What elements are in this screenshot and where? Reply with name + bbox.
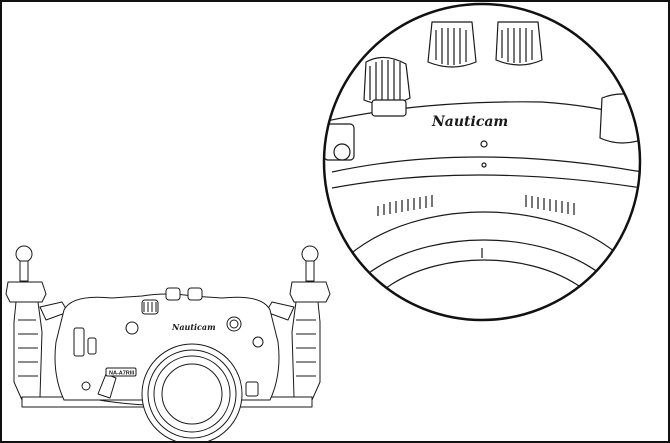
zoom-detail-circle: Nauticam [322, 2, 642, 322]
zoom-vent-slots [377, 195, 575, 216]
lens-port [141, 343, 243, 441]
zoom-mode-dial [324, 56, 411, 161]
left-ball-mount [5, 245, 47, 303]
housing-brand-logo: Nauticam [171, 322, 216, 332]
zoom-side-button [599, 93, 640, 144]
housing-model-badge: NA-A7RIII [109, 371, 135, 377]
underwater-housing-full-view: Nauticam NA-A7RIII [5, 245, 331, 441]
zoom-brand-logo: Nauticam [431, 114, 508, 130]
zoom-top-knobs [427, 21, 543, 68]
zoom-port-rings [324, 211, 640, 320]
top-control-knobs [125, 287, 242, 335]
right-ball-mount [289, 245, 331, 303]
side-levers [73, 327, 264, 399]
right-handle-grip [265, 301, 321, 401]
